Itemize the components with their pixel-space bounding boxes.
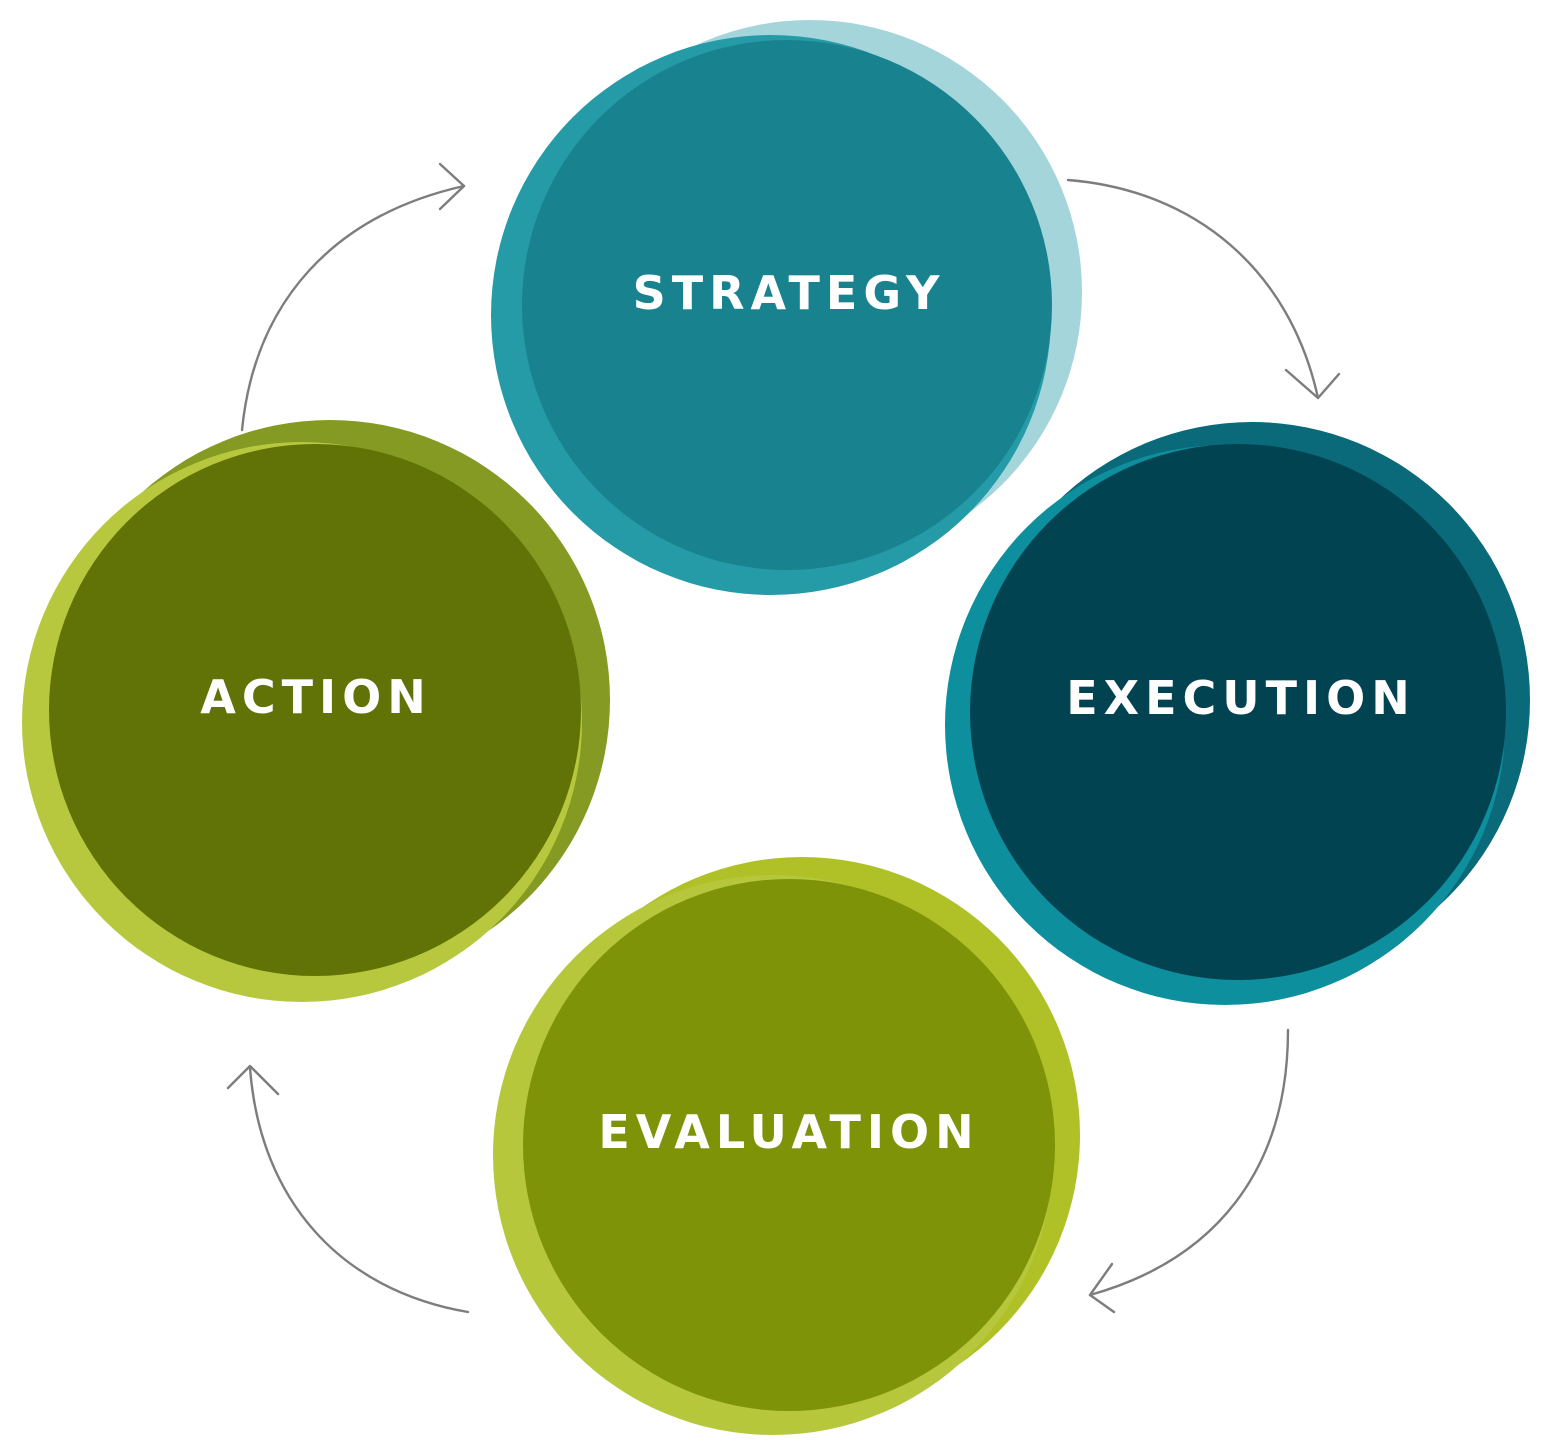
arrow-action-to-strategy bbox=[240, 162, 466, 432]
cycle-arrows bbox=[226, 162, 1341, 1314]
stage-evaluation-main-circle bbox=[523, 879, 1055, 1411]
stage-action: ACTION bbox=[22, 420, 610, 1002]
stage-action-label: ACTION bbox=[200, 670, 431, 724]
stage-strategy-main-circle bbox=[522, 40, 1052, 570]
stage-strategy-label: STRATEGY bbox=[633, 266, 946, 320]
arrow-strategy-to-execution bbox=[1066, 178, 1341, 400]
stage-execution-label: EXECUTION bbox=[1066, 671, 1416, 725]
stage-action-main-circle bbox=[49, 444, 581, 976]
stage-strategy: STRATEGY bbox=[491, 20, 1082, 595]
arrow-execution-to-evaluation bbox=[1088, 1028, 1290, 1314]
stage-evaluation-label: EVALUATION bbox=[598, 1105, 979, 1159]
stage-evaluation: EVALUATION bbox=[493, 857, 1080, 1435]
stage-execution: EXECUTION bbox=[945, 422, 1530, 1005]
arrow-evaluation-to-action bbox=[226, 1064, 470, 1314]
stage-execution-main-circle bbox=[970, 444, 1506, 980]
